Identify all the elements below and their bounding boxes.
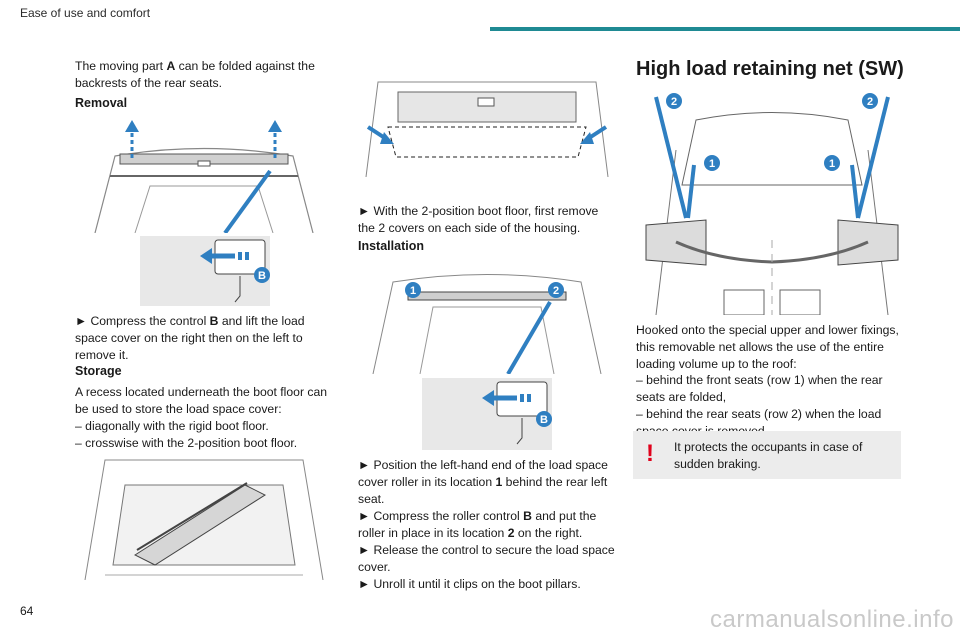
net-body-paragraph: Hooked onto the special upper and lower … <box>636 323 899 371</box>
storage-heading: Storage <box>75 364 122 378</box>
removal-text-bold: B <box>209 314 219 328</box>
step1-text-pre: ► Position the left-hand end of the load… <box>358 458 608 489</box>
figure-label-1: 1 <box>410 285 416 297</box>
intro-text-pre: The moving part <box>75 59 167 73</box>
warning-icon: ! <box>646 440 654 467</box>
intro-text-bold: A <box>166 59 176 73</box>
storage-paragraph: A recess located underneath the boot flo… <box>75 385 328 416</box>
storage-item-1: – diagonally with the rigid boot floor. <box>75 419 269 433</box>
installation-step-3: ► Release the control to secure the load… <box>358 543 615 574</box>
step2-text-mid: and put the roller in place in its locat… <box>358 509 597 540</box>
step1-text-post: behind the rear left seat. <box>358 475 608 506</box>
net-label-2-left: 2 <box>671 96 677 108</box>
figure-label-b-install: B <box>540 414 548 426</box>
warning-note-text: It protects the occupants in case of sud… <box>674 440 863 471</box>
boot-floor-figure <box>358 72 616 177</box>
boot-floor-paragraph: ► With the 2-position boot floor, first … <box>358 204 599 235</box>
figure-label-b: B <box>258 270 266 282</box>
net-label-1-left: 1 <box>709 158 715 170</box>
step2-text-pre: ► Compress the roller control <box>358 509 524 523</box>
step1-text-bold: 1 <box>495 475 503 489</box>
header-accent-bar <box>490 27 960 31</box>
installation-step-4: ► Unroll it until it clips on the boot p… <box>358 577 581 591</box>
removal-figure-boot <box>75 116 333 233</box>
storage-figure <box>75 455 333 580</box>
removal-paragraph: ► Compress the control B and lift the lo… <box>75 313 330 364</box>
step2-text-post: on the right. <box>514 526 583 540</box>
removal-heading: Removal <box>75 96 128 110</box>
step2-text-bold2: 2 <box>507 526 515 540</box>
net-figure: 2 2 1 1 <box>636 90 908 315</box>
installation-figure-control: B <box>422 378 552 450</box>
removal-text-pre: ► Compress the control <box>75 314 210 328</box>
watermark: carmanualsonline.info <box>710 606 954 633</box>
installation-heading: Installation <box>358 239 424 253</box>
warning-note-box <box>633 431 901 479</box>
net-item-1: – behind the front seats (row 1) when th… <box>636 373 883 404</box>
section-title: Ease of use and comfort <box>20 6 151 20</box>
net-heading: High load retaining net (SW) <box>636 58 904 80</box>
installation-step-2: ► Compress the roller control B and put … <box>358 508 616 542</box>
intro-text-post: can be folded against the backrests of t… <box>75 59 315 90</box>
installation-step-1: ► Position the left-hand end of the load… <box>358 457 616 508</box>
removal-text-post: and lift the load space cover on the rig… <box>75 314 305 362</box>
figure-label-2: 2 <box>553 285 559 297</box>
page-number: 64 <box>20 604 34 618</box>
intro-paragraph: The moving part A can be folded against … <box>75 58 330 92</box>
installation-figure-boot: 1 2 <box>358 262 616 374</box>
net-label-1-right: 1 <box>829 158 835 170</box>
net-label-2-right: 2 <box>867 96 873 108</box>
removal-figure-control: B <box>140 236 270 306</box>
storage-item-2: – crosswise with the 2-position boot flo… <box>75 436 298 450</box>
step2-text-bold: B <box>523 509 532 523</box>
